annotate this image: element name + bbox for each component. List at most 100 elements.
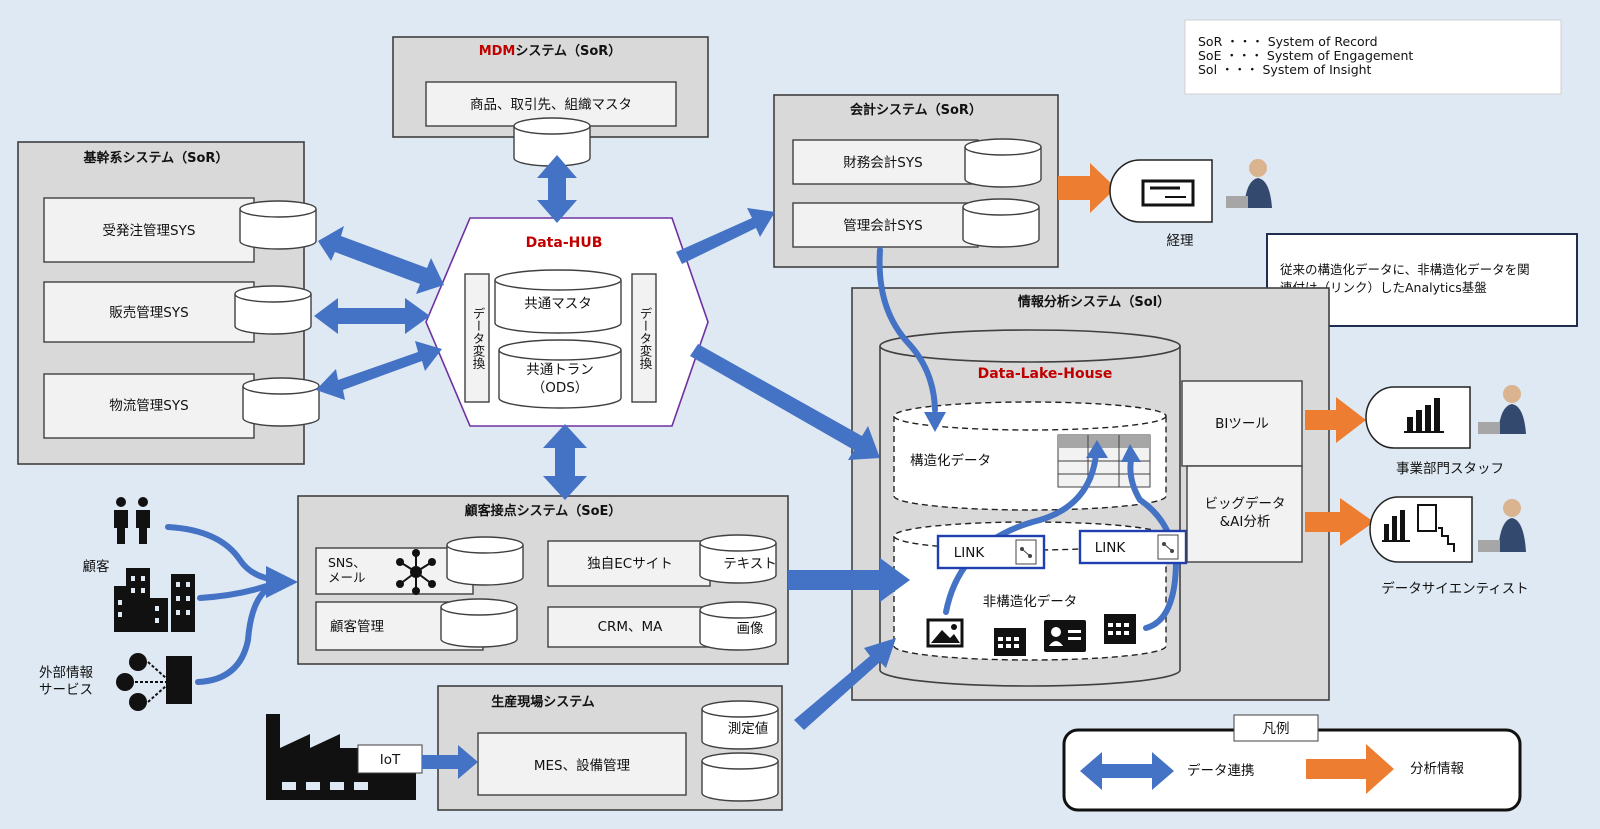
mdm-database (513, 117, 591, 167)
logistics-db (242, 377, 320, 427)
measure-label: 測定値 (728, 721, 769, 737)
network-icon (396, 549, 436, 595)
staff-label: 事業部門スタッフ (1396, 461, 1504, 477)
core-system-title: 基幹系システム（SoR） (83, 150, 229, 166)
person-laptop-icon-staff (1478, 385, 1526, 434)
scientist-label: データサイエンティスト (1381, 580, 1529, 597)
sns-label-1: SNS、 (328, 555, 366, 570)
hub-common-master: 共通マスタ (524, 296, 592, 312)
order-mgmt-label: 受発注管理SYS (103, 223, 196, 239)
hub-engagement-arrow (543, 424, 587, 500)
link-box-2: LINK (1078, 529, 1188, 565)
analytics-title: 情報分析システム（Sol） (1018, 294, 1170, 310)
mdm-hub-arrow (537, 155, 577, 223)
unstructured-data-label: 非構造化データ (983, 593, 1078, 610)
person-laptop-icon-accounting (1226, 159, 1272, 208)
hub-ods: （ODS） (532, 380, 589, 396)
image-icon (926, 618, 964, 648)
iot-arrow (422, 745, 478, 779)
accounting-title: 会計システム（SoR） (850, 102, 982, 118)
link-box-1: LINK (936, 534, 1046, 570)
table-grid-icon (1057, 434, 1151, 488)
customer-label: 顧客 (83, 558, 110, 575)
text-db-label: テキスト (723, 556, 777, 572)
hub-accounting-arrow (676, 208, 775, 264)
hub-analytics-arrow (690, 344, 880, 460)
external-flow-line (195, 581, 281, 685)
link-arrowhead-1 (1086, 440, 1108, 458)
external-service-icon (116, 653, 192, 711)
external-label-1: 外部情報 (39, 665, 93, 681)
core-system: 基幹系システム（SoR） 受発注管理SYS 販売管理SYS 物流管理SYS (17, 141, 320, 465)
accounting-lake-arrowhead (924, 412, 946, 432)
customer-mgmt-label: 顧客管理 (330, 618, 384, 635)
factory-title: 生産現場システム (491, 694, 595, 710)
legend-orange-arrow (1306, 744, 1394, 794)
sns-db (446, 536, 524, 586)
sales-hub-arrow (314, 298, 430, 334)
lake-house-title: Data-Lake-House (978, 366, 1113, 382)
accounting-lake-line (876, 247, 938, 413)
bar-chart-terminal-icon (1365, 386, 1471, 449)
link-label-1: LINK (954, 545, 986, 561)
link-label-2: LINK (1095, 540, 1127, 556)
logistics-hub-arrow (316, 341, 442, 400)
hub-convert-right: データ変換 (638, 307, 653, 370)
structured-data-label: 構造化データ (910, 452, 991, 469)
bigdata-box (1186, 465, 1303, 563)
sales-db (234, 285, 312, 335)
buildings-icon (114, 568, 195, 632)
legend-blue-label: データ連携 (1187, 762, 1255, 779)
legend-soe: SoE ・・・ System of Engagement (1198, 48, 1413, 63)
person-laptop-icon-scientist (1478, 499, 1526, 552)
order-db (239, 200, 317, 250)
mes-label: MES、設備管理 (534, 758, 631, 774)
hub-convert-left: データ変換 (471, 307, 486, 370)
factory-icon (266, 714, 416, 800)
external-label-2: サービス (39, 682, 93, 698)
logistics-mgmt-label: 物流管理SYS (109, 398, 188, 414)
customer-engagement-system: 顧客接点システム（SoE） SNS、 メール 顧客管理 独自ECサイト テキスト… (297, 495, 789, 665)
callout-line2: 連付け（リンク）したAnalytics基盤 (1280, 280, 1487, 295)
iot-label: IoT (380, 752, 401, 768)
accounting-user-label: 経理 (1167, 233, 1195, 249)
engagement-lake-arrow (788, 558, 910, 602)
orange-arrow-bi (1305, 397, 1366, 443)
financial-accounting-label: 財務会計SYS (843, 155, 922, 171)
legend-orange-label: 分析情報 (1410, 761, 1464, 777)
acronym-legend: SoR ・・・ System of Record SoE ・・・ System … (1184, 19, 1562, 95)
image-db-label: 画像 (737, 621, 765, 637)
engagement-title: 顧客接点システム（SoE） (465, 503, 622, 519)
calendar-icon-1 (994, 628, 1026, 656)
id-card-icon (1044, 620, 1086, 652)
crm-label: CRM、MA (598, 619, 664, 635)
legend-soi: Sol ・・・ System of Insight (1198, 62, 1372, 77)
orange-arrow-accounting (1058, 163, 1116, 213)
report-terminal-icon (1109, 159, 1213, 223)
legend-title: 凡例 (1263, 721, 1290, 737)
iot-box (357, 744, 423, 774)
factory-db (701, 752, 779, 802)
legend-blue-arrow (1080, 752, 1174, 790)
financial-db (964, 138, 1042, 188)
factory-system: 生産現場システム MES、設備管理 測定値 (437, 685, 783, 811)
bigdata-label-2: &AI分析 (1220, 514, 1271, 530)
callout-line1: 従来の構造化データに、非構造化データを関 (1280, 262, 1530, 277)
mdm-master-label: 商品、取引先、組織マスタ (470, 97, 632, 113)
hub-title: Data-HUB (526, 235, 603, 251)
order-hub-arrow (318, 226, 444, 294)
legend-sor: SoR ・・・ System of Record (1198, 34, 1378, 49)
analytics-system: 情報分析システム（Sol） Data-Lake-House 構造化データ 非構造… (851, 287, 1330, 701)
link-curve-1 (943, 452, 1099, 615)
mdm-title: MDMシステム（SoR） (479, 43, 622, 59)
analytics-terminal-icon (1369, 496, 1473, 563)
factory-lake-arrow (794, 638, 896, 730)
bi-tool-label: BIツール (1215, 416, 1269, 432)
customer-db (440, 598, 518, 648)
calendar-icon-2 (1104, 614, 1136, 644)
mdm-system: MDMシステム（SoR） 商品、取引先、組織マスタ (392, 36, 709, 167)
source-arrowhead (266, 566, 298, 598)
management-accounting-label: 管理会計SYS (843, 218, 922, 234)
orange-arrow-bigdata (1305, 498, 1374, 546)
